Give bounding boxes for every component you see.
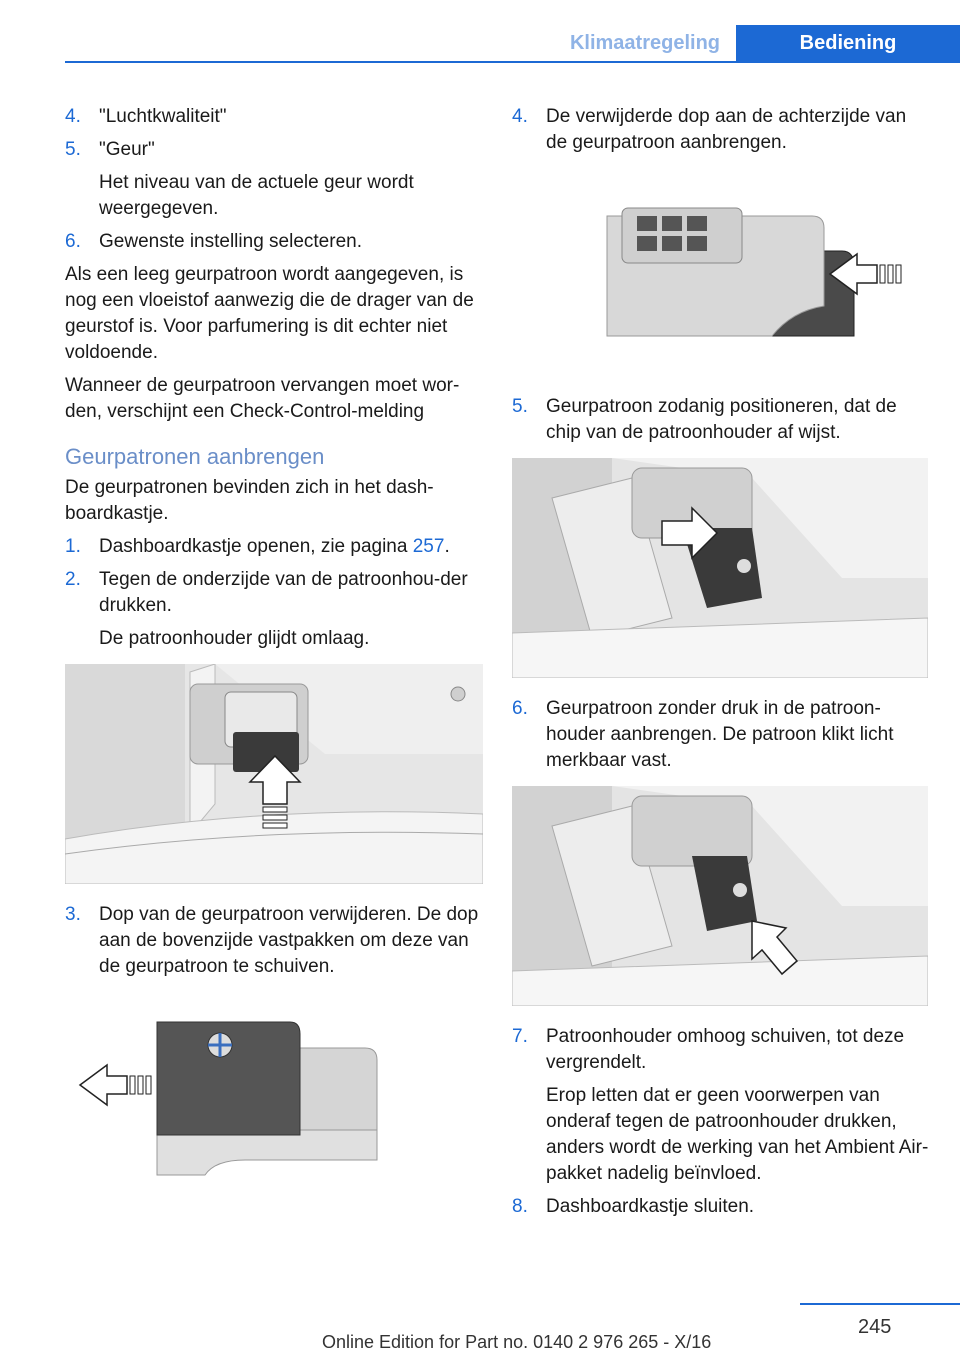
list-item: 6. Geurpatroon zonder druk in de patroon…	[512, 696, 930, 774]
illustration	[512, 786, 928, 1006]
list-item: 6. Gewenste instelling selecteren.	[65, 229, 483, 255]
list-item: 5. "Geur" Het niveau van de actuele geur…	[65, 137, 483, 222]
illustration	[512, 196, 930, 376]
header-tab-bediening[interactable]: Bediening	[736, 25, 960, 63]
list-item: 5. Geurpatroon zodanig positioneren, dat…	[512, 394, 930, 446]
step-number: 5.	[65, 139, 81, 160]
step-number: 6.	[65, 231, 81, 252]
step-text: Dop van de geurpatroon verwijderen. De d…	[99, 904, 479, 977]
list-item: 3. Dop van de geurpatroon verwijderen. D…	[65, 902, 483, 980]
paragraph-empty-cartridge: Als een leeg geurpatroon wordt aangegeve…	[65, 264, 474, 363]
figure-remove-cap	[65, 1010, 483, 1180]
step-text: Gewenste instelling selecteren.	[99, 231, 362, 252]
list-item: 4. "Luchtkwaliteit"	[65, 104, 483, 130]
list-item: 4. De verwijderde dop aan de achterzijde…	[512, 104, 930, 156]
step-text: De verwijderde dop aan de achterzijde va…	[546, 106, 907, 153]
list-item: 1. Dashboardkastje openen, zie pagina 25…	[65, 534, 483, 560]
figure-holder-push	[65, 664, 483, 884]
step-text-end: .	[444, 536, 450, 557]
step-number: 4.	[65, 106, 81, 127]
step-number: 1.	[65, 536, 81, 557]
arrow-icon	[78, 1063, 152, 1107]
step-number: 4.	[512, 106, 528, 127]
step-number: 6.	[512, 698, 528, 719]
step-text: Dashboardkastje sluiten.	[546, 1196, 755, 1217]
arrow-icon	[248, 754, 302, 829]
left-column: 4. "Luchtkwaliteit" 5. "Geur" Het niveau…	[65, 104, 483, 1198]
step-text: "Luchtkwaliteit"	[99, 106, 227, 127]
step-text: Geurpatroon zonder druk in de patroon‐ho…	[546, 698, 894, 771]
header-rule	[65, 61, 960, 63]
step-text: "Geur"	[99, 139, 155, 160]
list-item: 7. Patroonhouder omhoog schuiven, tot de…	[512, 1024, 930, 1187]
section-heading: Geurpatronen aanbrengen	[65, 444, 325, 469]
step-note: Het niveau van de actuele geur wordt wee…	[99, 172, 414, 219]
list-item: 2. Tegen de onderzijde van de patroonhou…	[65, 567, 483, 652]
step-number: 2.	[65, 569, 81, 590]
step-text: Tegen de onderzijde van de patroonhou‐de…	[99, 569, 468, 616]
figure-cap-back	[512, 196, 930, 376]
arrow-icon	[751, 920, 799, 976]
section-intro: De geurpatronen bevinden zich in het das…	[65, 477, 434, 524]
illustration	[512, 458, 928, 678]
illustration	[65, 1010, 483, 1180]
step-number: 8.	[512, 1196, 528, 1217]
figure-position-cartridge	[512, 458, 928, 678]
page-link[interactable]: 257	[412, 536, 445, 557]
step-note: Erop letten dat er geen voorwerpen van o…	[546, 1085, 929, 1184]
step-text: Patroonhouder omhoog schuiven, tot deze …	[546, 1026, 905, 1073]
step-text: Dashboardkastje openen, zie pagina 257.	[99, 534, 483, 560]
list-item: 8. Dashboardkastje sluiten.	[512, 1194, 930, 1220]
step-text: Geurpatroon zodanig positioneren, dat de…	[546, 396, 897, 443]
arrow-icon	[828, 252, 902, 296]
page-number: 245	[858, 1316, 892, 1338]
footer-rule	[800, 1303, 960, 1305]
step-number: 5.	[512, 396, 528, 417]
illustration	[65, 664, 483, 884]
right-column: 4. De verwijderde dop aan de achterzijde…	[512, 104, 930, 1227]
step-text-part: Dashboardkastje openen, zie pagina	[99, 536, 413, 557]
figure-insert-cartridge	[512, 786, 928, 1006]
header-tab-klimaatregeling[interactable]: Klimaatregeling	[569, 32, 721, 54]
step-note: De patroonhouder glijdt omlaag.	[99, 628, 370, 649]
step-number: 3.	[65, 904, 81, 925]
paragraph-replace-message: Wanneer de geurpatroon vervangen moet wo…	[65, 375, 460, 422]
footer-edition: Online Edition for Part no. 0140 2 976 2…	[322, 1332, 712, 1352]
arrow-icon	[661, 506, 719, 560]
step-number: 7.	[512, 1026, 528, 1047]
